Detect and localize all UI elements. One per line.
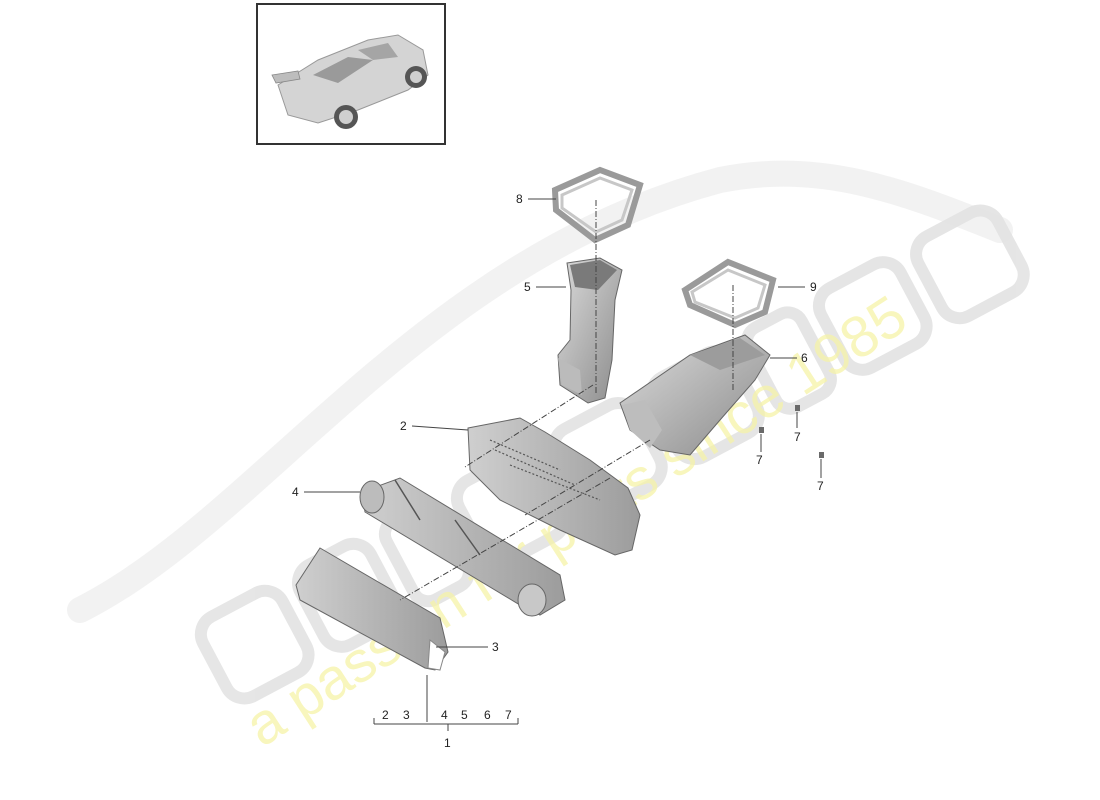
callout-4[interactable]: 4 bbox=[292, 485, 299, 499]
callout-3[interactable]: 3 bbox=[492, 640, 499, 654]
callout-7[interactable]: 7 bbox=[756, 453, 763, 467]
callout-7[interactable]: 7 bbox=[817, 479, 824, 493]
car-icon bbox=[271, 34, 429, 129]
callout-7[interactable]: 7 bbox=[794, 430, 801, 444]
part-4-filter bbox=[359, 477, 566, 617]
bracket-item-2: 2 bbox=[382, 708, 389, 722]
bracket-item-5: 5 bbox=[461, 708, 468, 722]
callout-1-assembly[interactable]: 1 bbox=[444, 736, 451, 750]
vehicle-thumbnail bbox=[256, 3, 446, 145]
part-6-duct bbox=[619, 334, 771, 456]
part-8-seal bbox=[551, 166, 644, 244]
part-7-fasteners bbox=[759, 405, 824, 458]
bracket-item-4: 4 bbox=[441, 708, 448, 722]
callout-9[interactable]: 9 bbox=[810, 280, 817, 294]
part-5-duct bbox=[557, 257, 623, 404]
leader-lines bbox=[304, 198, 822, 722]
part-3-shell bbox=[295, 547, 449, 671]
assembly-axes bbox=[399, 200, 734, 601]
assembly-bracket bbox=[373, 718, 519, 731]
callout-5[interactable]: 5 bbox=[524, 280, 531, 294]
bracket-item-6: 6 bbox=[484, 708, 491, 722]
bracket-item-7: 7 bbox=[505, 708, 512, 722]
part-2-housing bbox=[467, 417, 641, 556]
part-9-seal bbox=[681, 258, 777, 329]
callout-2[interactable]: 2 bbox=[400, 419, 407, 433]
callout-6[interactable]: 6 bbox=[801, 351, 808, 365]
bracket-item-3: 3 bbox=[403, 708, 410, 722]
callout-8[interactable]: 8 bbox=[516, 192, 523, 206]
